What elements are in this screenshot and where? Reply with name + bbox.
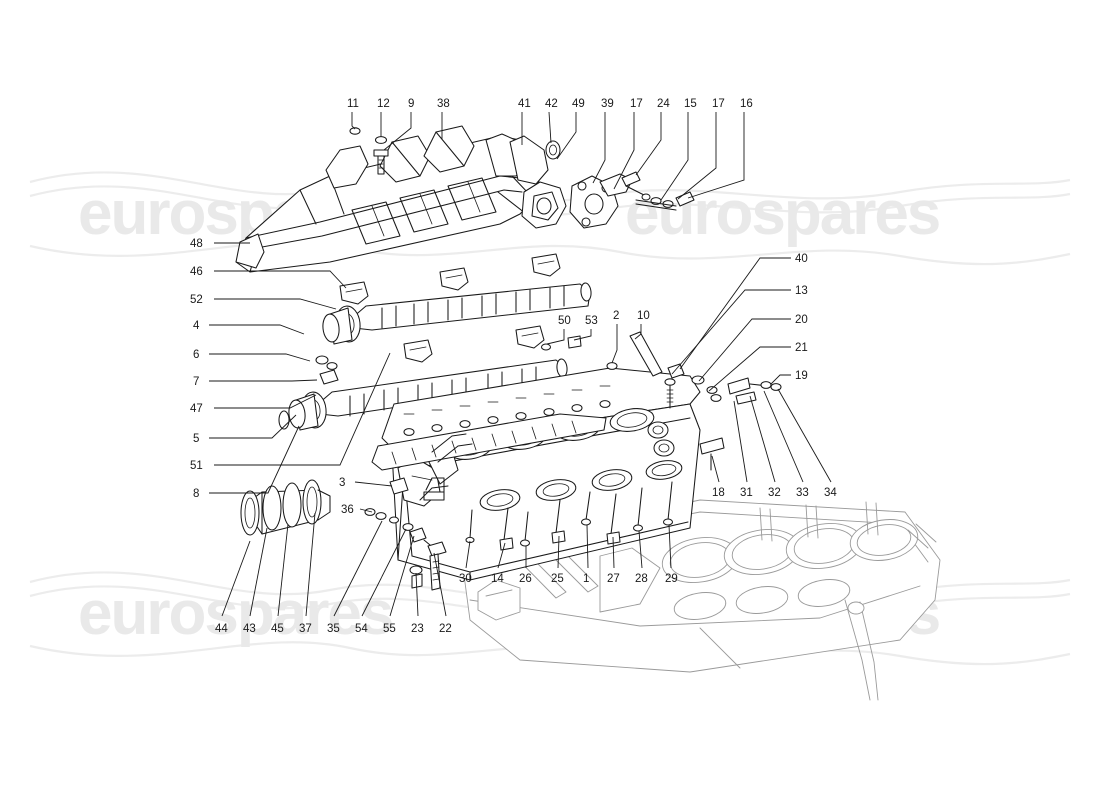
callout-number-38: 38 bbox=[437, 98, 450, 110]
callout-number-1: 1 bbox=[583, 573, 590, 585]
callout-number-28: 28 bbox=[635, 573, 648, 585]
callout-number-34: 34 bbox=[824, 487, 837, 499]
callout-number-12: 12 bbox=[377, 98, 390, 110]
callout-number-32: 32 bbox=[768, 487, 781, 499]
callout-number-19: 19 bbox=[795, 370, 808, 382]
callout-number-25: 25 bbox=[551, 573, 564, 585]
callout-number-37: 37 bbox=[299, 623, 312, 635]
callout-number-50: 50 bbox=[558, 315, 571, 327]
callout-number-8: 8 bbox=[193, 488, 200, 500]
callout-number-10: 10 bbox=[637, 310, 650, 322]
callout-number-47: 47 bbox=[190, 403, 203, 415]
callout-number-20: 20 bbox=[795, 314, 808, 326]
callout-number-42: 42 bbox=[545, 98, 558, 110]
callout-number-11: 11 bbox=[347, 98, 359, 110]
callout-number-16: 16 bbox=[740, 98, 753, 110]
callout-number-17: 17 bbox=[630, 98, 643, 110]
callout-number-24: 24 bbox=[657, 98, 670, 110]
callout-number-40: 40 bbox=[795, 253, 808, 265]
callout-number-41: 41 bbox=[518, 98, 531, 110]
callout-number-22: 22 bbox=[439, 623, 452, 635]
callout-number-7: 7 bbox=[193, 376, 200, 388]
callout-number-48: 48 bbox=[190, 238, 203, 250]
callout-number-18: 18 bbox=[712, 487, 725, 499]
callout-number-30: 30 bbox=[459, 573, 472, 585]
callout-number-29: 29 bbox=[665, 573, 678, 585]
callout-number-21: 21 bbox=[795, 342, 808, 354]
callout-number-13: 13 bbox=[795, 285, 808, 297]
bearing-caps bbox=[339, 253, 582, 363]
seal-ring-stack bbox=[240, 479, 331, 536]
callout-number-17: 17 bbox=[712, 98, 725, 110]
callout-number-9: 9 bbox=[408, 98, 415, 110]
callout-number-36: 36 bbox=[341, 504, 354, 516]
callout-number-49: 49 bbox=[572, 98, 585, 110]
callout-number-27: 27 bbox=[607, 573, 620, 585]
distributor-parts bbox=[521, 171, 695, 229]
cam-cover-assembly bbox=[235, 125, 561, 273]
callout-number-53: 53 bbox=[585, 315, 598, 327]
callout-number-2: 2 bbox=[613, 310, 620, 322]
callout-number-45: 45 bbox=[271, 623, 284, 635]
callout-number-6: 6 bbox=[193, 349, 200, 361]
callout-number-39: 39 bbox=[601, 98, 614, 110]
callout-number-15: 15 bbox=[684, 98, 697, 110]
callout-number-43: 43 bbox=[243, 623, 256, 635]
callout-number-14: 14 bbox=[491, 573, 504, 585]
callout-number-33: 33 bbox=[796, 487, 809, 499]
camshaft-upper bbox=[322, 282, 592, 345]
callout-number-23: 23 bbox=[411, 623, 424, 635]
callout-number-51: 51 bbox=[190, 460, 203, 472]
callout-number-4: 4 bbox=[193, 320, 200, 332]
callout-number-26: 26 bbox=[519, 573, 532, 585]
callout-number-3: 3 bbox=[339, 477, 346, 489]
callout-number-35: 35 bbox=[327, 623, 340, 635]
callout-number-31: 31 bbox=[740, 487, 753, 499]
callout-number-54: 54 bbox=[355, 623, 368, 635]
callout-number-44: 44 bbox=[215, 623, 228, 635]
callout-number-55: 55 bbox=[383, 623, 396, 635]
callout-number-5: 5 bbox=[193, 433, 200, 445]
intake-runners bbox=[419, 433, 473, 501]
callout-number-52: 52 bbox=[190, 294, 203, 306]
callout-number-46: 46 bbox=[190, 266, 203, 278]
